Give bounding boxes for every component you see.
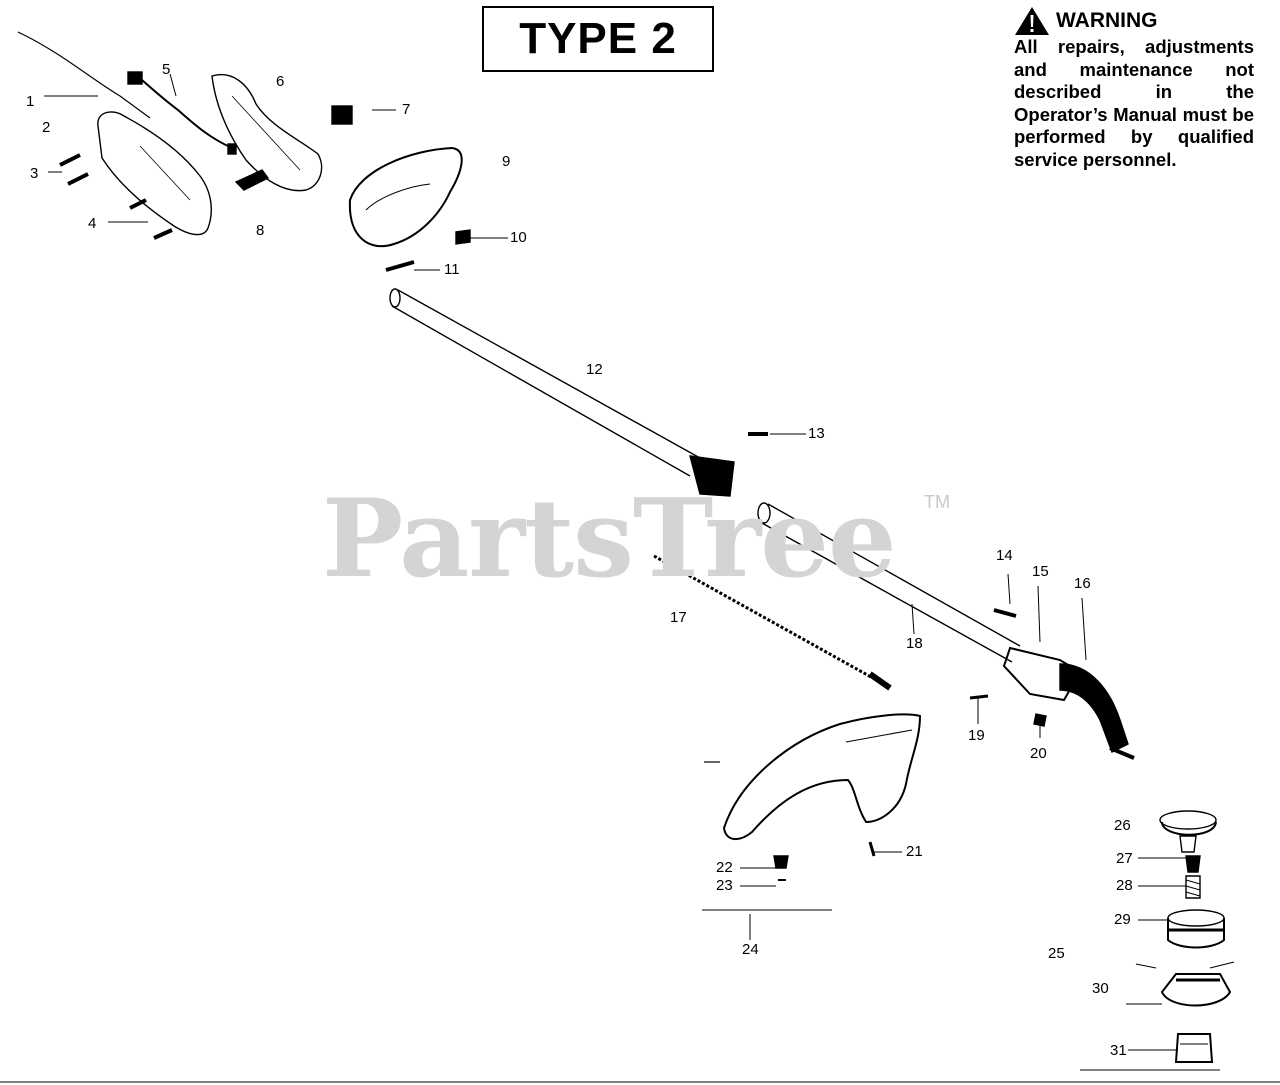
part-3-screws xyxy=(59,153,89,186)
trimmer-guard xyxy=(704,713,922,840)
callout-31: 31 xyxy=(1110,1042,1127,1059)
callout-6: 6 xyxy=(276,73,285,90)
callout-23: 23 xyxy=(716,877,733,894)
callout-9: 9 xyxy=(502,153,511,170)
part-9-front-handle xyxy=(348,146,463,248)
part-8-throttle-trigger xyxy=(234,169,270,191)
callout-2: 2 xyxy=(42,119,51,136)
part-28-spring xyxy=(1185,875,1201,899)
callout-11: 11 xyxy=(444,261,460,278)
watermark-trademark: TM xyxy=(924,492,950,512)
warning-heading-row: WARNING xyxy=(1014,6,1254,36)
part-26-cover xyxy=(1159,810,1217,853)
callout-1: 1 xyxy=(26,93,35,110)
callout-28: 28 xyxy=(1116,877,1133,894)
part-5-wire-harness xyxy=(127,71,237,155)
callout-24: 24 xyxy=(742,941,759,958)
type-label-box: TYPE 2 xyxy=(482,6,714,72)
part-1-throttle-cable xyxy=(17,31,151,119)
warning-heading: WARNING xyxy=(1056,8,1158,32)
callout-22: 22 xyxy=(716,859,733,876)
part-29-spool xyxy=(1167,909,1225,949)
callout-19: 19 xyxy=(968,727,985,744)
callout-27: 27 xyxy=(1116,850,1133,867)
part-17-drive-shaft xyxy=(653,554,892,691)
part-14-bolt xyxy=(993,608,1017,618)
callout-20: 20 xyxy=(1030,745,1047,762)
callout-26: 26 xyxy=(1114,817,1131,834)
callout-13: 13 xyxy=(808,425,825,442)
part-4-screws xyxy=(129,198,173,240)
callout-29: 29 xyxy=(1114,911,1131,928)
callout-14: 14 xyxy=(996,547,1013,564)
leader-lines xyxy=(0,73,1280,1083)
warning-block: WARNING All repairs, adjustments and mai… xyxy=(1014,6,1254,172)
part-7-stop-switch xyxy=(331,105,353,125)
type-label: TYPE 2 xyxy=(519,14,677,63)
callout-15: 15 xyxy=(1032,563,1049,580)
callout-10: 10 xyxy=(510,229,527,246)
part-18-lower-shaft xyxy=(757,502,1021,663)
callout-3: 3 xyxy=(30,165,39,182)
callout-17: 17 xyxy=(670,609,687,626)
callout-16: 16 xyxy=(1074,575,1091,592)
part-12-upper-shaft xyxy=(389,288,735,497)
callout-18: 18 xyxy=(906,635,923,652)
callout-12: 12 xyxy=(586,361,603,378)
callout-8: 8 xyxy=(256,222,265,239)
part-2-handle-half xyxy=(97,111,212,236)
part-10-knob-nut xyxy=(455,229,471,245)
part-11-bolt xyxy=(385,260,415,272)
warning-triangle-icon xyxy=(1015,7,1049,35)
part-21-screw xyxy=(868,841,876,857)
part-31-knob xyxy=(1174,1033,1214,1063)
part-27-eyelet xyxy=(1185,855,1201,873)
callout-7: 7 xyxy=(402,101,411,118)
callout-25: 25 xyxy=(1048,945,1065,962)
part-6-handle-half xyxy=(211,73,323,192)
part-16-gearhead xyxy=(1002,646,1135,760)
part-19-screw xyxy=(969,694,989,700)
callout-5: 5 xyxy=(162,61,171,78)
callout-4: 4 xyxy=(88,215,97,232)
callout-30: 30 xyxy=(1092,980,1109,997)
callout-21: 21 xyxy=(906,843,923,860)
part-22-line-cutter xyxy=(773,855,789,869)
part-30-housing xyxy=(1135,961,1235,1007)
warning-text: All repairs, adjustments and maintenance… xyxy=(1014,36,1254,170)
